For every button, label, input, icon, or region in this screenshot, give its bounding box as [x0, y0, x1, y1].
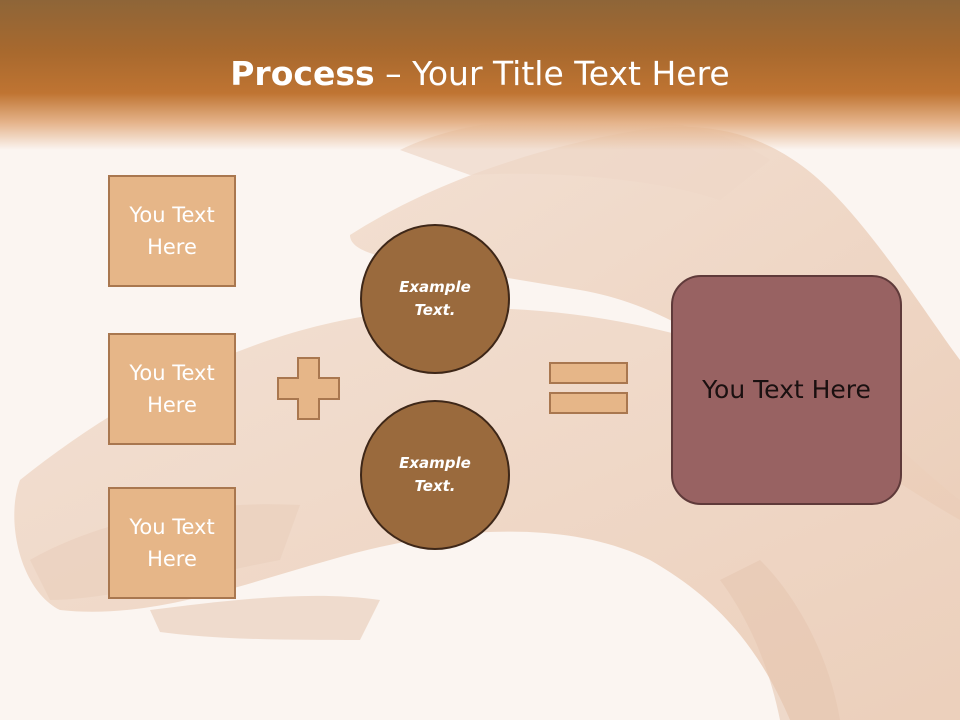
- left-text-box-label: You Text Here: [129, 361, 215, 417]
- example-circle-2[interactable]: Example Text.: [360, 400, 510, 550]
- title-bold: Process: [230, 54, 375, 93]
- left-text-box-2[interactable]: You Text Here: [108, 333, 236, 445]
- plus-icon: [277, 357, 340, 420]
- slide-title[interactable]: Process – Your Title Text Here: [0, 52, 960, 96]
- equals-icon: [549, 362, 628, 414]
- left-text-box-label: You Text Here: [129, 203, 215, 259]
- circle-label: Example Text.: [399, 454, 471, 495]
- title-rest: – Your Title Text Here: [374, 54, 730, 93]
- left-text-box-3[interactable]: You Text Here: [108, 487, 236, 599]
- title-banner: [0, 0, 960, 150]
- left-text-box-1[interactable]: You Text Here: [108, 175, 236, 287]
- example-circle-1[interactable]: Example Text.: [360, 224, 510, 374]
- circle-label: Example Text.: [399, 278, 471, 319]
- result-label: You Text Here: [702, 375, 871, 404]
- left-text-box-label: You Text Here: [129, 515, 215, 571]
- result-box[interactable]: You Text Here: [671, 275, 902, 505]
